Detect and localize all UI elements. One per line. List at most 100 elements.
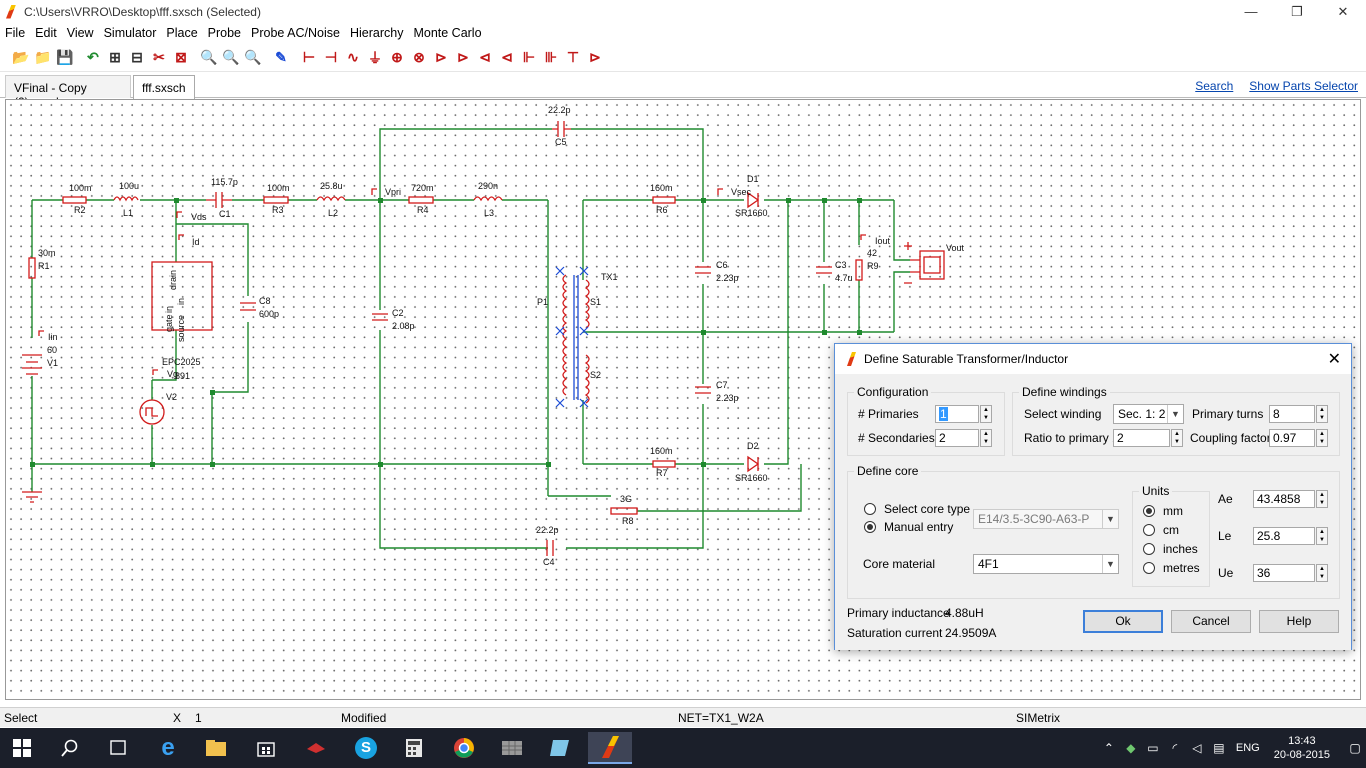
- search-link[interactable]: Search: [1195, 79, 1234, 93]
- volume-icon[interactable]: ◁: [1192, 741, 1202, 755]
- toolbar-icon-4[interactable]: ⊞: [109, 49, 121, 65]
- cancel-button[interactable]: Cancel: [1171, 610, 1251, 633]
- toolbar-icon-2[interactable]: 💾: [56, 49, 74, 65]
- primary-turns-spinner[interactable]: ▲▼: [1316, 405, 1328, 423]
- menu-view[interactable]: View: [66, 26, 94, 40]
- toolbar-icon-15[interactable]: ⏚: [368, 49, 382, 66]
- units-inches-radio[interactable]: inches: [1143, 542, 1198, 556]
- le-spinner[interactable]: ▲▼: [1316, 527, 1328, 545]
- menu-place[interactable]: Place: [166, 26, 198, 40]
- units-metres-radio[interactable]: metres: [1143, 561, 1200, 575]
- shield-icon[interactable]: ◆: [1126, 741, 1136, 755]
- skype-icon[interactable]: S: [346, 732, 386, 764]
- wifi-icon[interactable]: ◜: [1172, 741, 1178, 755]
- chevron-up-icon[interactable]: ⌃: [1103, 741, 1114, 755]
- toolbar-icon-13[interactable]: ⊣: [324, 49, 338, 65]
- app-note-icon[interactable]: [540, 732, 580, 764]
- toolbar-icon-14[interactable]: ∿: [347, 49, 359, 65]
- ok-button[interactable]: Ok: [1083, 610, 1163, 633]
- menu-file[interactable]: File: [5, 26, 26, 40]
- menu-simulator[interactable]: Simulator: [103, 26, 157, 40]
- close-button[interactable]: ✕: [1337, 3, 1349, 19]
- menu-monte-carlo[interactable]: Monte Carlo: [413, 26, 482, 40]
- toolbar-icon-17[interactable]: ⊗: [413, 49, 425, 65]
- app-red-icon[interactable]: [296, 732, 336, 764]
- explorer-icon[interactable]: [196, 732, 236, 764]
- menu-probe[interactable]: Probe: [207, 26, 242, 40]
- toolbar-icon-0[interactable]: 📂: [12, 49, 30, 65]
- select-core-type-radio[interactable]: Select core type: [864, 502, 970, 516]
- toolbar-icon-1[interactable]: 📁: [34, 49, 52, 65]
- toolbar-icon-11[interactable]: ✎: [275, 49, 287, 65]
- toolbar-icon-8[interactable]: 🔍: [200, 49, 218, 65]
- toolbar-icon-5[interactable]: ⊟: [131, 49, 143, 65]
- toolbar-icon-16[interactable]: ⊕: [391, 49, 403, 65]
- toolbar-icon-18[interactable]: ⊳: [435, 49, 447, 65]
- simetrix-logo-icon: [6, 4, 16, 19]
- le-input[interactable]: 25.8▲▼: [1253, 527, 1328, 545]
- toolbar-icon-22[interactable]: ⊩: [522, 49, 536, 65]
- search-icon[interactable]: [50, 732, 90, 764]
- coupling-factor-input[interactable]: 0.97▲▼: [1269, 429, 1328, 447]
- calculator-icon[interactable]: [394, 732, 434, 764]
- toolbar-icon-21[interactable]: ⊲: [501, 49, 513, 65]
- task-view-icon[interactable]: [98, 732, 138, 764]
- minimize-button[interactable]: —: [1244, 4, 1258, 19]
- show-parts-selector-link[interactable]: Show Parts Selector: [1249, 79, 1358, 93]
- help-button[interactable]: Help: [1259, 610, 1339, 633]
- menu-probe-ac-noise[interactable]: Probe AC/Noise: [251, 26, 340, 40]
- primaries-spinner[interactable]: ▲▼: [980, 405, 992, 423]
- ue-spinner[interactable]: ▲▼: [1316, 564, 1328, 582]
- toolbar-icon-9[interactable]: 🔍: [222, 49, 240, 65]
- dialog-close-button[interactable]: ✕: [1327, 351, 1341, 368]
- status-net: NET=TX1_W2A: [678, 711, 764, 725]
- toolbar-icon-24[interactable]: ⊤: [566, 49, 580, 65]
- core-material-dropdown[interactable]: 4F1▼: [973, 554, 1119, 574]
- language-indicator[interactable]: ENG: [1235, 742, 1260, 754]
- schematic-label: 25.8u: [320, 181, 343, 191]
- schematic-label: C8: [259, 296, 271, 306]
- units-mm-radio[interactable]: mm: [1143, 504, 1183, 518]
- tab-fff[interactable]: fff.sxsch: [133, 75, 195, 99]
- ae-spinner[interactable]: ▲▼: [1316, 490, 1328, 508]
- select-winding-dropdown[interactable]: Sec. 1: 2▼: [1113, 404, 1184, 424]
- ratio-spinner[interactable]: ▲▼: [1171, 429, 1183, 447]
- clock[interactable]: 13:43 20-08-2015: [1274, 734, 1330, 762]
- edge-icon[interactable]: e: [161, 734, 175, 761]
- schematic-label: R8: [622, 516, 634, 526]
- chrome-icon[interactable]: [444, 732, 484, 764]
- menu-hierarchy[interactable]: Hierarchy: [349, 26, 404, 40]
- core-type-dropdown[interactable]: E14/3.5-3C90-A63-P▼: [973, 509, 1119, 529]
- ae-input[interactable]: 43.4858▲▼: [1253, 490, 1328, 508]
- ratio-input[interactable]: 2▲▼: [1113, 429, 1183, 447]
- toolbar-icon-3[interactable]: ↶: [87, 49, 99, 65]
- toolbar-icon-19[interactable]: ⊳: [457, 49, 469, 65]
- store-icon[interactable]: [246, 732, 286, 764]
- secondaries-spinner[interactable]: ▲▼: [980, 429, 992, 447]
- primary-turns-input[interactable]: 8▲▼: [1269, 405, 1328, 423]
- app-grid-icon[interactable]: [492, 732, 532, 764]
- units-cm-radio[interactable]: cm: [1143, 523, 1179, 537]
- toolbar-icon-6[interactable]: ✂: [153, 49, 165, 65]
- toolbar-icon-10[interactable]: 🔍: [244, 49, 262, 65]
- battery-icon[interactable]: ▭: [1147, 741, 1159, 755]
- ue-input[interactable]: 36▲▼: [1253, 564, 1328, 582]
- keyboard-icon[interactable]: ▤: [1213, 741, 1225, 755]
- toolbar-icon-12[interactable]: ⊢: [302, 49, 316, 65]
- primaries-input[interactable]: 1▲▼: [935, 405, 992, 423]
- secondaries-input[interactable]: 2▲▼: [935, 429, 992, 447]
- tab-vfinal-copy[interactable]: VFinal - Copy (2).sxsch: [5, 75, 131, 109]
- toolbar-icon-7[interactable]: ⊠: [175, 49, 187, 65]
- schematic-label: C5: [555, 137, 567, 147]
- start-icon[interactable]: [2, 732, 42, 764]
- simetrix-icon[interactable]: [588, 732, 632, 764]
- maximize-button[interactable]: ❐: [1291, 3, 1303, 19]
- notifications-icon[interactable]: ▢: [1349, 741, 1361, 755]
- coupling-factor-spinner[interactable]: ▲▼: [1316, 429, 1328, 447]
- toolbar-icon-20[interactable]: ⊲: [479, 49, 491, 65]
- toolbar-icon-23[interactable]: ⊪: [544, 49, 558, 65]
- schematic-label: Vout: [946, 243, 965, 253]
- manual-entry-radio[interactable]: Manual entry: [864, 520, 953, 534]
- toolbar-icon-25[interactable]: ⊳: [589, 49, 601, 65]
- menu-edit[interactable]: Edit: [35, 26, 57, 40]
